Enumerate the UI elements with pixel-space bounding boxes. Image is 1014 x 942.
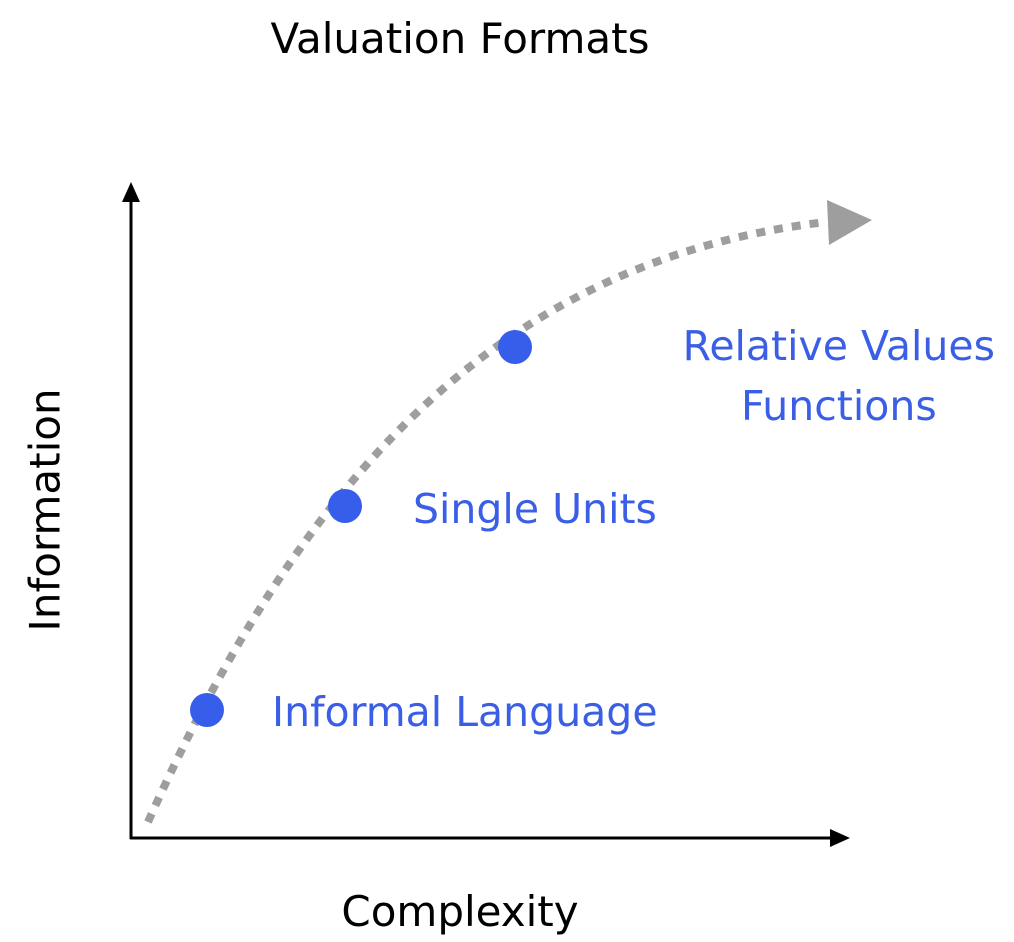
point-single-units	[328, 489, 362, 523]
label-single-units: Single Units	[413, 485, 657, 533]
x-axis-label: Complexity	[341, 887, 579, 936]
label-informal-language: Informal Language	[272, 688, 658, 736]
y-axis-label: Information	[20, 388, 70, 632]
label-relative-values-functions: Relative Values Functions	[683, 316, 995, 436]
curve-arrowhead	[827, 200, 872, 245]
point-relative-values-functions	[498, 330, 532, 364]
label-line-1: Relative Values	[682, 322, 995, 370]
diagram-title: Valuation Formats	[270, 14, 650, 63]
y-axis	[122, 182, 140, 839]
point-informal-language	[190, 693, 224, 727]
y-axis-arrowhead	[122, 182, 140, 202]
growth-curve	[144, 218, 827, 824]
x-axis-arrowhead	[830, 829, 850, 847]
x-axis	[130, 829, 850, 847]
label-line-2: Functions	[740, 382, 937, 430]
